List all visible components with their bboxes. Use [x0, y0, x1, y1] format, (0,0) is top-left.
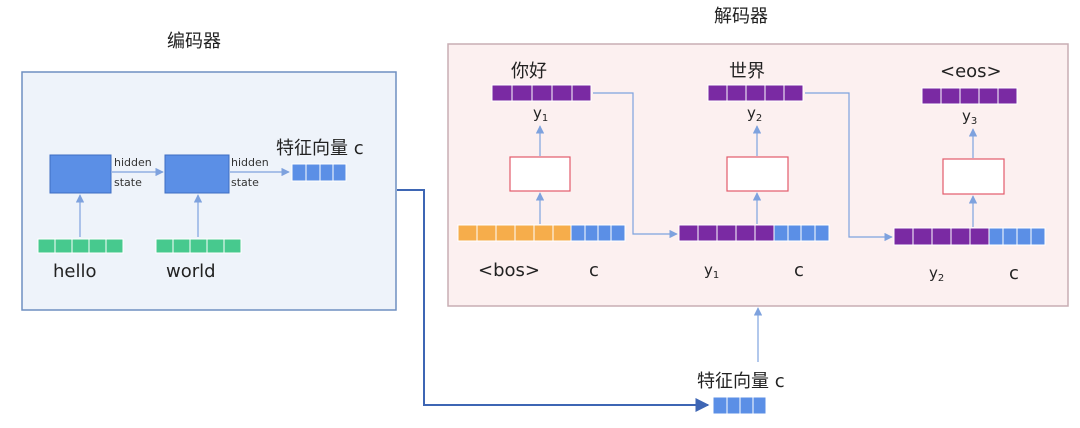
decoder-output-vector-2	[707, 84, 804, 102]
input-embedding-world	[155, 238, 242, 254]
decoder-rnn-cell-1	[509, 156, 571, 192]
feedback-arrow-1	[593, 92, 678, 239]
input-word-world: world	[166, 261, 216, 282]
encoder-title: 编码器	[167, 31, 221, 52]
encoder-to-decoder-connector	[397, 189, 710, 412]
decoder-output-word-3: <eos>	[940, 61, 1002, 82]
encoder-rnn-cell-1	[49, 154, 112, 194]
feedback-arrow-2	[805, 92, 893, 242]
encoder-feature-label: 特征向量 c	[276, 138, 364, 159]
encoder-rnn-cell-2	[164, 154, 230, 194]
decoder-ctx-1: c	[589, 260, 599, 281]
decoder-feature-label: 特征向量 c	[697, 371, 785, 392]
decoder-rnn-cell-2	[726, 156, 789, 192]
decoder-output-word-1: 你好	[511, 61, 547, 82]
decoder-y-1: y1	[533, 104, 548, 124]
decoder-input-word-1: <bos>	[478, 260, 540, 281]
hidden-label-1b: state	[114, 176, 142, 189]
decoder-output-word-2: 世界	[729, 61, 765, 82]
decoder-input-vector-2	[678, 224, 830, 242]
decoder-output-vector-3	[921, 87, 1018, 105]
decoder-title: 解码器	[714, 6, 768, 27]
decoder-y-2: y2	[747, 104, 762, 124]
hidden-label-2a: hidden	[231, 156, 269, 169]
decoder-ctx-2: c	[794, 260, 804, 281]
decoder-rnn-cell-3	[942, 158, 1005, 195]
decoder-ctx-3: c	[1009, 263, 1019, 284]
hidden-label-2b: state	[231, 176, 259, 189]
input-embedding-hello	[37, 238, 124, 254]
decoder-input-y-3: y2	[929, 264, 944, 284]
decoder-feature-vector	[712, 396, 767, 415]
decoder-input-vector-1	[457, 224, 626, 242]
input-word-hello: hello	[53, 261, 97, 282]
hidden-label-1a: hidden	[114, 156, 152, 169]
encoder-feature-vector	[291, 163, 347, 182]
decoder-input-y-2: y1	[704, 261, 719, 281]
decoder-output-vector-1	[491, 84, 592, 102]
decoder-input-vector-3	[893, 227, 1046, 246]
decoder-y-3: y3	[962, 107, 977, 127]
